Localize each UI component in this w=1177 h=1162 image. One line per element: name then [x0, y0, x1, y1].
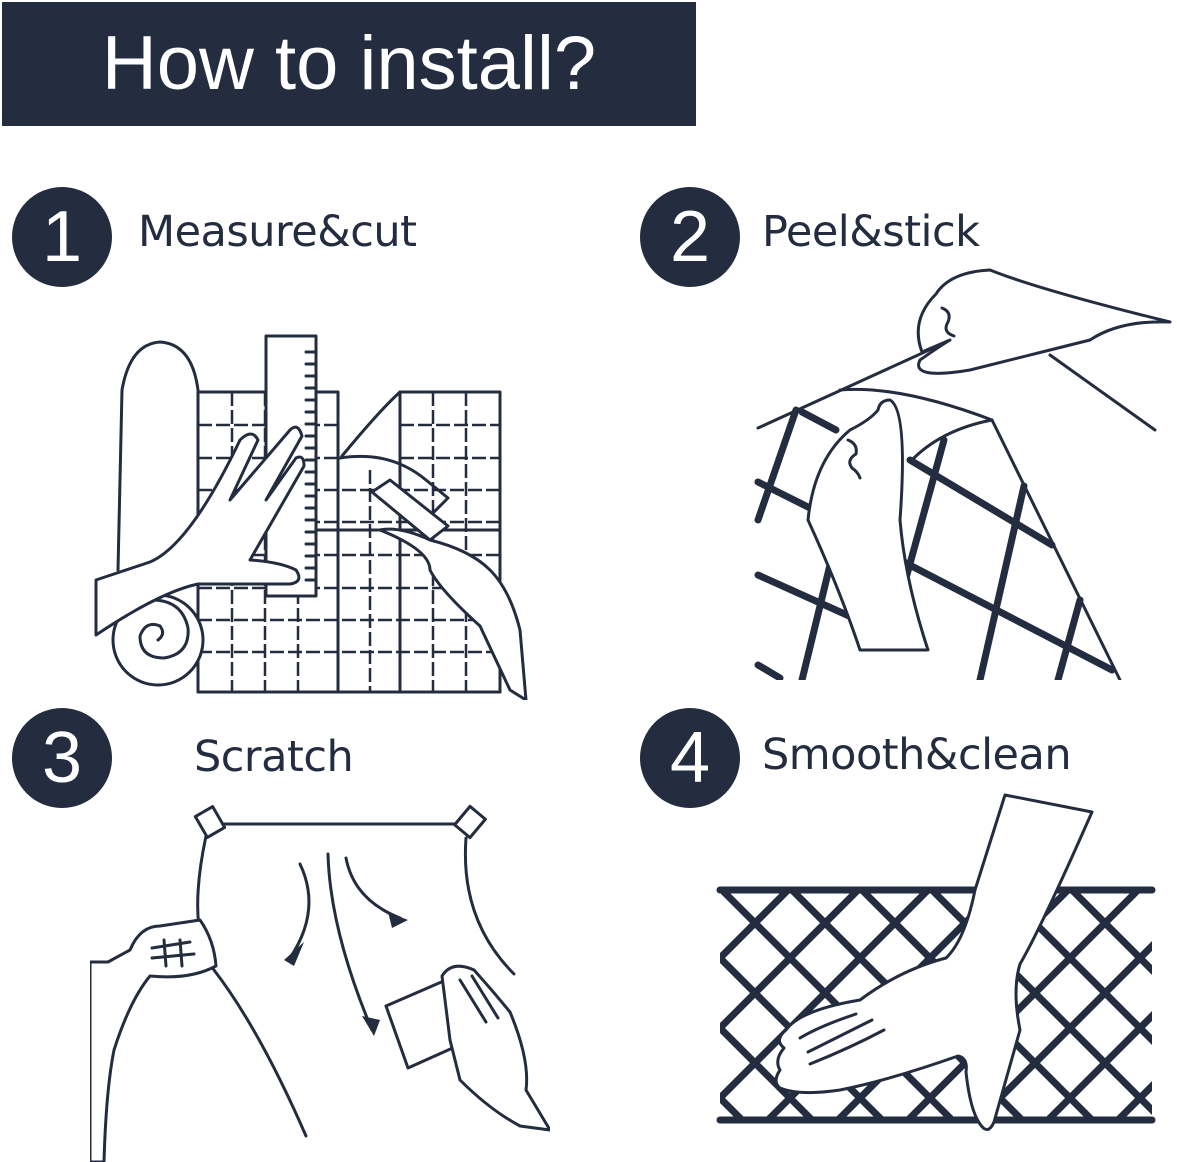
step-4-label: Smooth&clean	[762, 730, 1072, 780]
smooth-clean-illustration	[716, 793, 1156, 1131]
step-2-header: 2 Peel&stick	[640, 187, 980, 287]
step-2-number-badge: 2	[640, 187, 740, 287]
step-1-label: Measure&cut	[138, 207, 417, 257]
step-1-number-badge: 1	[12, 187, 112, 287]
step-4-header: 4 Smooth&clean	[640, 708, 1072, 808]
scratch-illustration	[90, 804, 550, 1162]
step-3-number-badge: 3	[12, 708, 112, 808]
step-3-label: Scratch	[194, 732, 354, 782]
measure-cut-illustration	[94, 334, 528, 700]
title-banner: How to install?	[2, 2, 696, 126]
step-2-label: Peel&stick	[762, 207, 980, 257]
peel-stick-illustration	[754, 268, 1172, 680]
step-3-header: 3 Scratch	[12, 708, 354, 808]
page-title: How to install?	[101, 21, 597, 106]
step-1-header: 1 Measure&cut	[12, 187, 417, 287]
step-4-number-badge: 4	[640, 708, 740, 808]
